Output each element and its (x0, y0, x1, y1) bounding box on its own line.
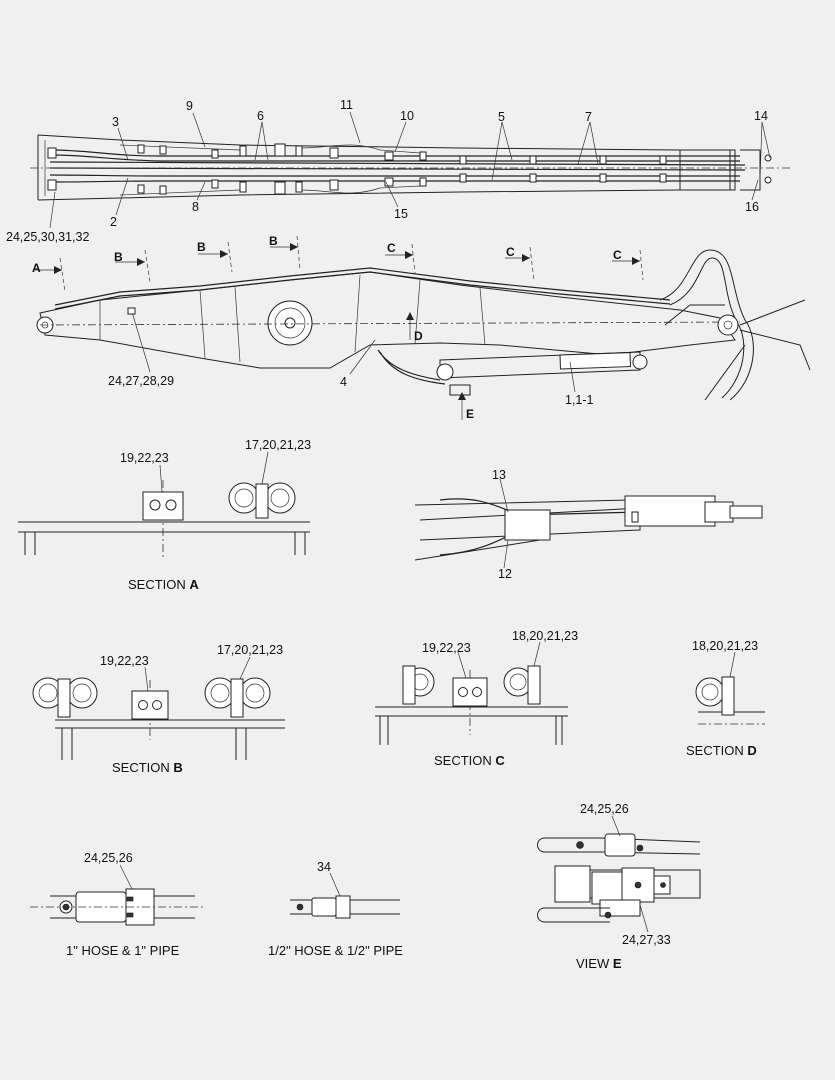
section-c-caption: SECTION C (434, 753, 505, 768)
marker-B2: B (197, 240, 206, 254)
secA-callout-left: 19,22,23 (120, 451, 169, 465)
viewE-callout-bottom: 24,27,33 (622, 933, 671, 947)
hose-half-callout: 34 (317, 860, 331, 874)
marker-C3: C (613, 248, 622, 262)
marker-B3: B (269, 234, 278, 248)
callout-13: 13 (492, 468, 506, 482)
view-e-letter: E (613, 956, 622, 971)
secC-callout-right: 18,20,21,23 (512, 629, 578, 643)
hose-half-inch-detail: 34 1/2" HOSE & 1/2" PIPE (268, 860, 403, 958)
callout-14: 14 (754, 109, 768, 123)
callout-6: 6 (257, 109, 264, 123)
callout-12: 12 (498, 567, 512, 581)
section-d-caption: SECTION D (686, 743, 757, 758)
section-c-text: SECTION (434, 753, 492, 768)
callout-16: 16 (745, 200, 759, 214)
secB-callout-mid: 19,22,23 (100, 654, 149, 668)
section-d-letter: D (747, 743, 756, 758)
hose-1-caption: 1" HOSE & 1" PIPE (66, 943, 180, 958)
secC-callout-left: 19,22,23 (422, 641, 471, 655)
callout-1-1-1: 1,1-1 (565, 393, 594, 407)
callout-2: 2 (110, 215, 117, 229)
callout-9: 9 (186, 99, 193, 113)
hose-1-inch-detail: 24,25,26 1" HOSE & 1" PIPE (30, 851, 205, 958)
callout-10: 10 (400, 109, 414, 123)
section-a-text: SECTION (128, 577, 186, 592)
hose1-callout: 24,25,26 (84, 851, 133, 865)
section-a-caption: SECTION A (128, 577, 199, 592)
section-b-caption: SECTION B (112, 760, 183, 775)
view-e-text: VIEW (576, 956, 610, 971)
callout-5: 5 (498, 110, 505, 124)
section-d-text: SECTION (686, 743, 744, 758)
section-c-letter: C (495, 753, 505, 768)
section-b-text: SECTION (112, 760, 170, 775)
callout-24-25-30-31-32: 24,25,30,31,32 (6, 230, 89, 244)
view-e-caption: VIEW E (576, 956, 622, 971)
boom-top-view: 9 11 10 6 5 7 14 3 2 8 15 16 24,25,30,31… (6, 98, 790, 244)
callout-24-27-28-29: 24,27,28,29 (108, 374, 174, 388)
section-a: 19,22,23 17,20,21,23 SECTION A (18, 438, 311, 592)
marker-C2: C (506, 245, 515, 259)
callout-11: 11 (340, 98, 353, 112)
marker-E: E (466, 407, 474, 421)
marker-C1: C (387, 241, 396, 255)
section-b-letter: B (173, 760, 182, 775)
viewE-callout-top: 24,25,26 (580, 802, 629, 816)
marker-A: A (32, 261, 41, 275)
section-a-letter: A (189, 577, 199, 592)
callout-4: 4 (340, 375, 347, 389)
callout-3: 3 (112, 115, 119, 129)
marker-B1: B (114, 250, 123, 264)
arm-cylinder-detail: 13 12 (414, 468, 763, 581)
hose-half-caption: 1/2" HOSE & 1/2" PIPE (268, 943, 403, 958)
section-d: 18,20,21,23 SECTION D (686, 639, 765, 758)
secA-callout-right: 17,20,21,23 (245, 438, 311, 452)
callout-7: 7 (585, 110, 592, 124)
section-b: 17,20,21,23 19,22,23 SECTION B (32, 643, 285, 775)
boom-side-view: A B B B C C C (32, 234, 811, 421)
callout-8: 8 (192, 200, 199, 214)
section-c: 19,22,23 18,20,21,23 SECTION C (375, 629, 578, 768)
secB-callout-left: 17,20,21,23 (217, 643, 283, 657)
marker-D: D (414, 329, 423, 343)
callout-15: 15 (394, 207, 408, 221)
secD-callout: 18,20,21,23 (692, 639, 758, 653)
view-e: 24,25,26 24,27,33 VIEW E (537, 802, 701, 971)
